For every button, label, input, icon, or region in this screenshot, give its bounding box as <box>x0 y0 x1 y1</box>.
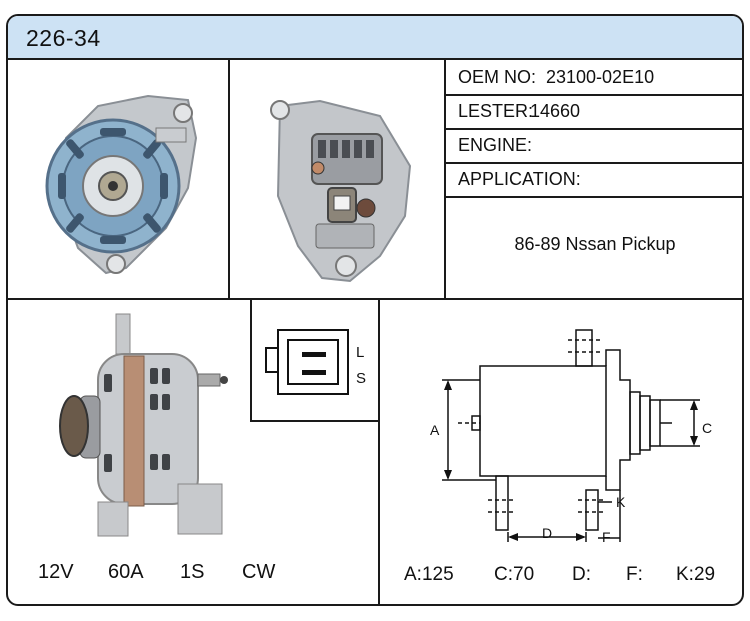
engine-row: ENGINE: <box>446 128 742 162</box>
application-row: APPLICATION: <box>446 162 742 196</box>
divider <box>8 298 742 300</box>
dim-label-f: F <box>602 529 611 545</box>
divider <box>444 128 742 130</box>
alternator-front-photo <box>45 94 198 275</box>
dim-label-c: C <box>702 420 713 436</box>
engine-label: ENGINE: <box>458 135 533 155</box>
lester-row: LESTER: 14660 <box>446 94 742 128</box>
product-card: 226-34 OEM NO: 23100-02E10 LESTER: 14660… <box>6 14 744 606</box>
dim-label-k: K <box>616 494 626 510</box>
part-number-title: 226-34 <box>26 25 101 51</box>
dimension-drawing <box>442 329 700 542</box>
pin-s-terminal <box>302 370 326 375</box>
card-header: 226-34 <box>8 16 742 60</box>
spec-pulley: 1S <box>180 561 205 583</box>
oem-row: OEM NO: 23100-02E10 <box>446 60 742 94</box>
dim-value-f: F: <box>626 564 643 585</box>
oem-value: 23100-02E10 <box>546 67 655 87</box>
divider <box>444 196 742 198</box>
divider <box>250 420 380 422</box>
dim-value-k: K:29 <box>676 564 716 585</box>
divider <box>444 162 742 164</box>
application-text: 86-89 Nssan Pickup <box>514 234 676 254</box>
oem-label: OEM NO: <box>458 67 537 87</box>
alternator-side-photo <box>59 313 228 537</box>
pin-s-label: S <box>356 370 367 387</box>
lester-value: 14660 <box>530 101 581 121</box>
lester-label: LESTER: <box>458 101 534 121</box>
divider <box>444 94 742 96</box>
dim-value-d: D: <box>572 564 591 585</box>
dim-value-c: C:70 <box>494 564 535 585</box>
spec-amperage: 60A <box>108 561 144 583</box>
pin-l-terminal <box>302 352 326 357</box>
dim-label-a: A <box>430 422 440 438</box>
alternator-rear-photo <box>270 99 412 283</box>
divider <box>444 60 446 298</box>
pin-l-label: L <box>356 344 365 361</box>
connector-diagram <box>265 329 349 395</box>
spec-rotation: CW <box>242 561 276 583</box>
spec-voltage: 12V <box>38 561 74 583</box>
application-label: APPLICATION: <box>458 169 581 189</box>
dim-label-d: D <box>542 525 553 541</box>
divider <box>378 298 380 604</box>
divider <box>228 60 230 298</box>
dim-value-a: A:125 <box>404 564 454 585</box>
divider <box>250 298 252 420</box>
